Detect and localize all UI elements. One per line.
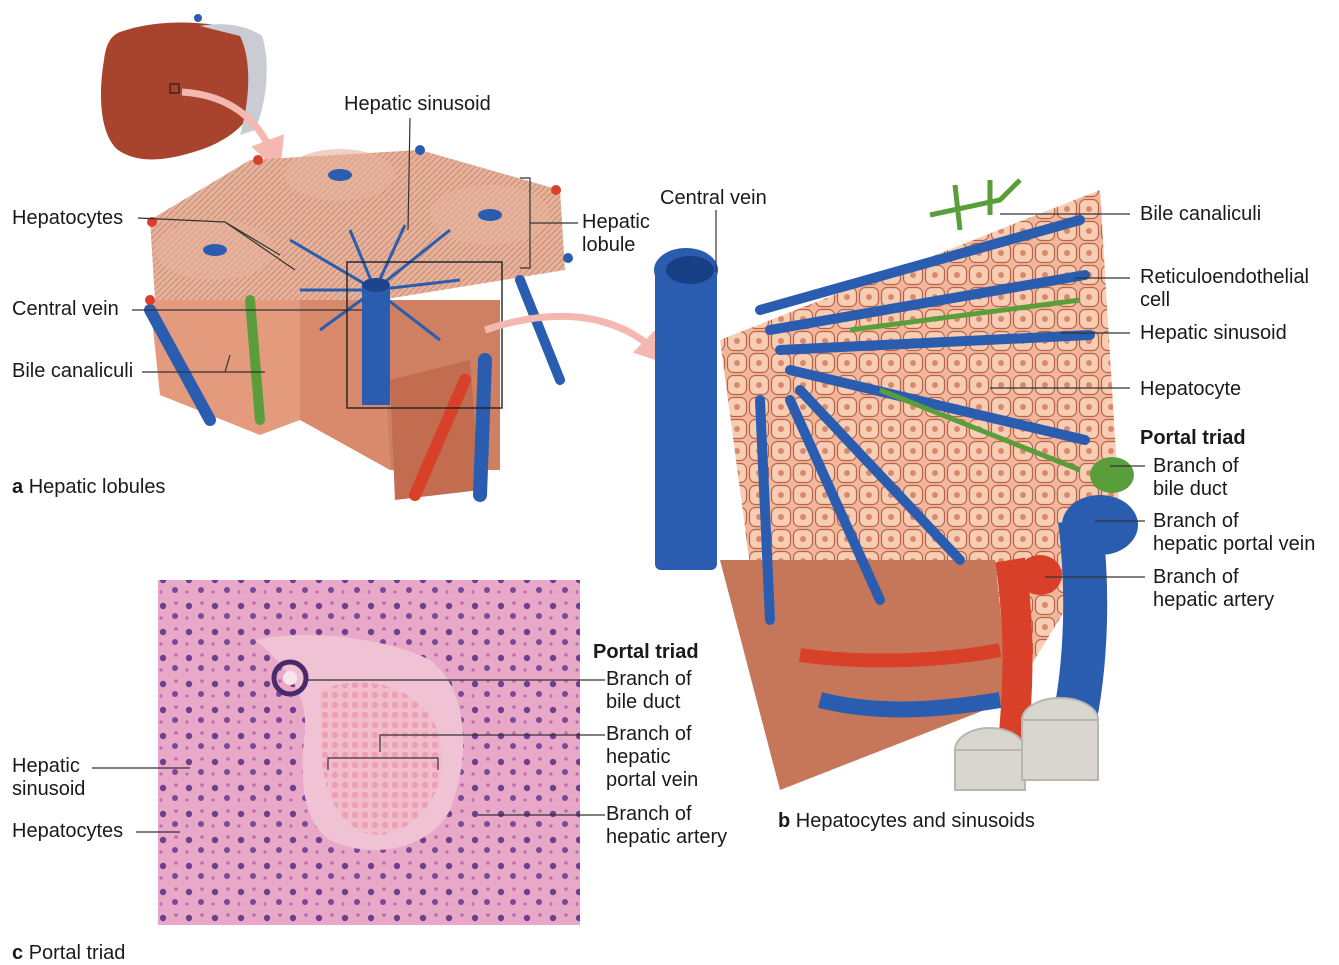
label-b-branch-hepatic-artery: Branch of hepatic artery <box>1153 566 1274 612</box>
caption-b-letter: b <box>778 810 790 832</box>
label-a-hepatic-lobule: Hepatic lobule <box>582 211 650 257</box>
label-c-branch-portal-vein: Branch of hepatic portal vein <box>606 723 698 792</box>
label-a-hepatocytes: Hepatocytes <box>12 207 123 230</box>
label-c-branch-bile-duct: Branch of bile duct <box>606 668 692 714</box>
caption-a: a Hepatic lobules <box>12 476 165 499</box>
label-c-branch-hepatic-artery: Branch of hepatic artery <box>606 803 727 849</box>
caption-c: c Portal triad <box>12 942 125 965</box>
label-a-central-vein: Central vein <box>12 298 119 321</box>
label-b-reticuloendothelial-cell: Reticuloendothelial cell <box>1140 266 1309 312</box>
label-b-bile-canaliculi: Bile canaliculi <box>1140 203 1261 226</box>
caption-a-text: Hepatic lobules <box>29 476 166 498</box>
label-c-portal-triad: Portal triad <box>593 641 699 664</box>
caption-c-text: Portal triad <box>29 942 126 964</box>
label-a-bile-canaliculi: Bile canaliculi <box>12 360 133 383</box>
caption-c-letter: c <box>12 942 23 964</box>
caption-a-letter: a <box>12 476 23 498</box>
zoom-arrow-b <box>485 316 660 355</box>
sinusoid-block <box>654 180 1138 790</box>
label-b-branch-portal-vein: Branch of hepatic portal vein <box>1153 510 1315 556</box>
label-b-portal-triad: Portal triad <box>1140 427 1246 450</box>
label-b-hepatocyte: Hepatocyte <box>1140 378 1241 401</box>
label-b-central-vein: Central vein <box>660 187 767 210</box>
label-c-hepatic-sinusoid: Hepatic sinusoid <box>12 755 85 801</box>
label-c-hepatocytes: Hepatocytes <box>12 820 123 843</box>
portal-triad-micrograph <box>158 580 580 925</box>
label-b-branch-bile-duct: Branch of bile duct <box>1153 455 1239 501</box>
caption-b: b Hepatocytes and sinusoids <box>778 810 1035 833</box>
caption-b-text: Hepatocytes and sinusoids <box>796 810 1035 832</box>
label-a-hepatic-sinusoid: Hepatic sinusoid <box>344 93 491 116</box>
label-b-hepatic-sinusoid: Hepatic sinusoid <box>1140 322 1287 345</box>
